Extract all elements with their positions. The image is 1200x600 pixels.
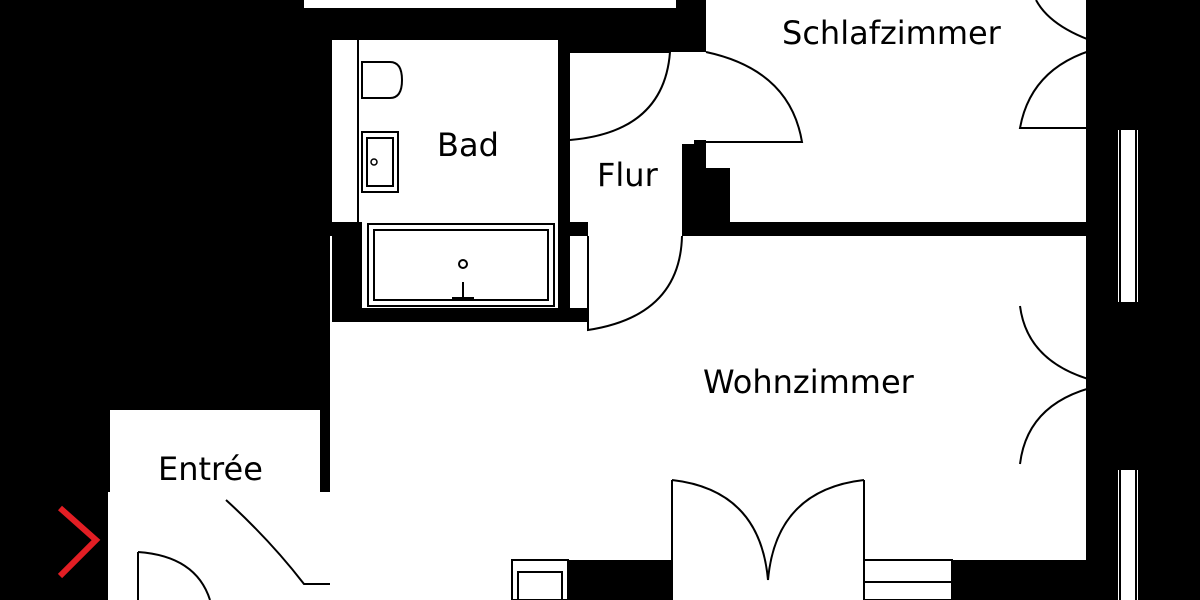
wall-flur-bottom [570,222,588,236]
schlafzimmer-niche [682,52,706,144]
label-bad: Bad [437,126,499,164]
top-strip [304,0,676,8]
entree-passage [108,492,330,600]
door-wohnzimmer-left [671,479,769,600]
door-flur-lower [587,235,683,332]
door-wohnzimmer-right [767,479,865,600]
wall-entree-right [320,410,330,492]
label-schlafzimmer: Schlafzimmer [782,14,1002,52]
wall-bad-bottom [332,308,588,322]
door-entree [225,499,330,585]
bathtub-icon [367,223,555,307]
label-wohnzimmer: Wohnzimmer [703,363,915,401]
fixtures [357,40,953,600]
wall-flur-schlaf [694,140,706,230]
wohnzimmer-floor [330,236,1086,600]
right-window-lower [1118,470,1138,600]
toilet-icon [361,61,404,99]
door-entrance [137,551,211,600]
inner-walls [320,40,1086,600]
wall-schlaf-wohn [682,222,1086,236]
right-window-upper [1118,130,1138,302]
schlafzimmer-floor [706,0,1086,222]
wall-bottom-right [952,560,1086,600]
door-schlafzimmer [705,51,804,143]
label-entree: Entrée [158,450,263,488]
wall-bad-flur [558,40,570,320]
terrace-door-upper [1018,0,1109,129]
entrance-arrow-icon [57,505,101,579]
wall-bath-left [332,222,362,308]
wall-niche [706,168,730,230]
door-bad [569,51,672,141]
label-flur: Flur [597,156,659,194]
kitchen-unit-icon [511,559,569,600]
wall-bottom-mid [568,560,672,600]
terrace-door-middle [1019,305,1109,465]
doors [81,0,1137,600]
entree-floor [110,410,320,492]
sink-icon [361,131,399,193]
